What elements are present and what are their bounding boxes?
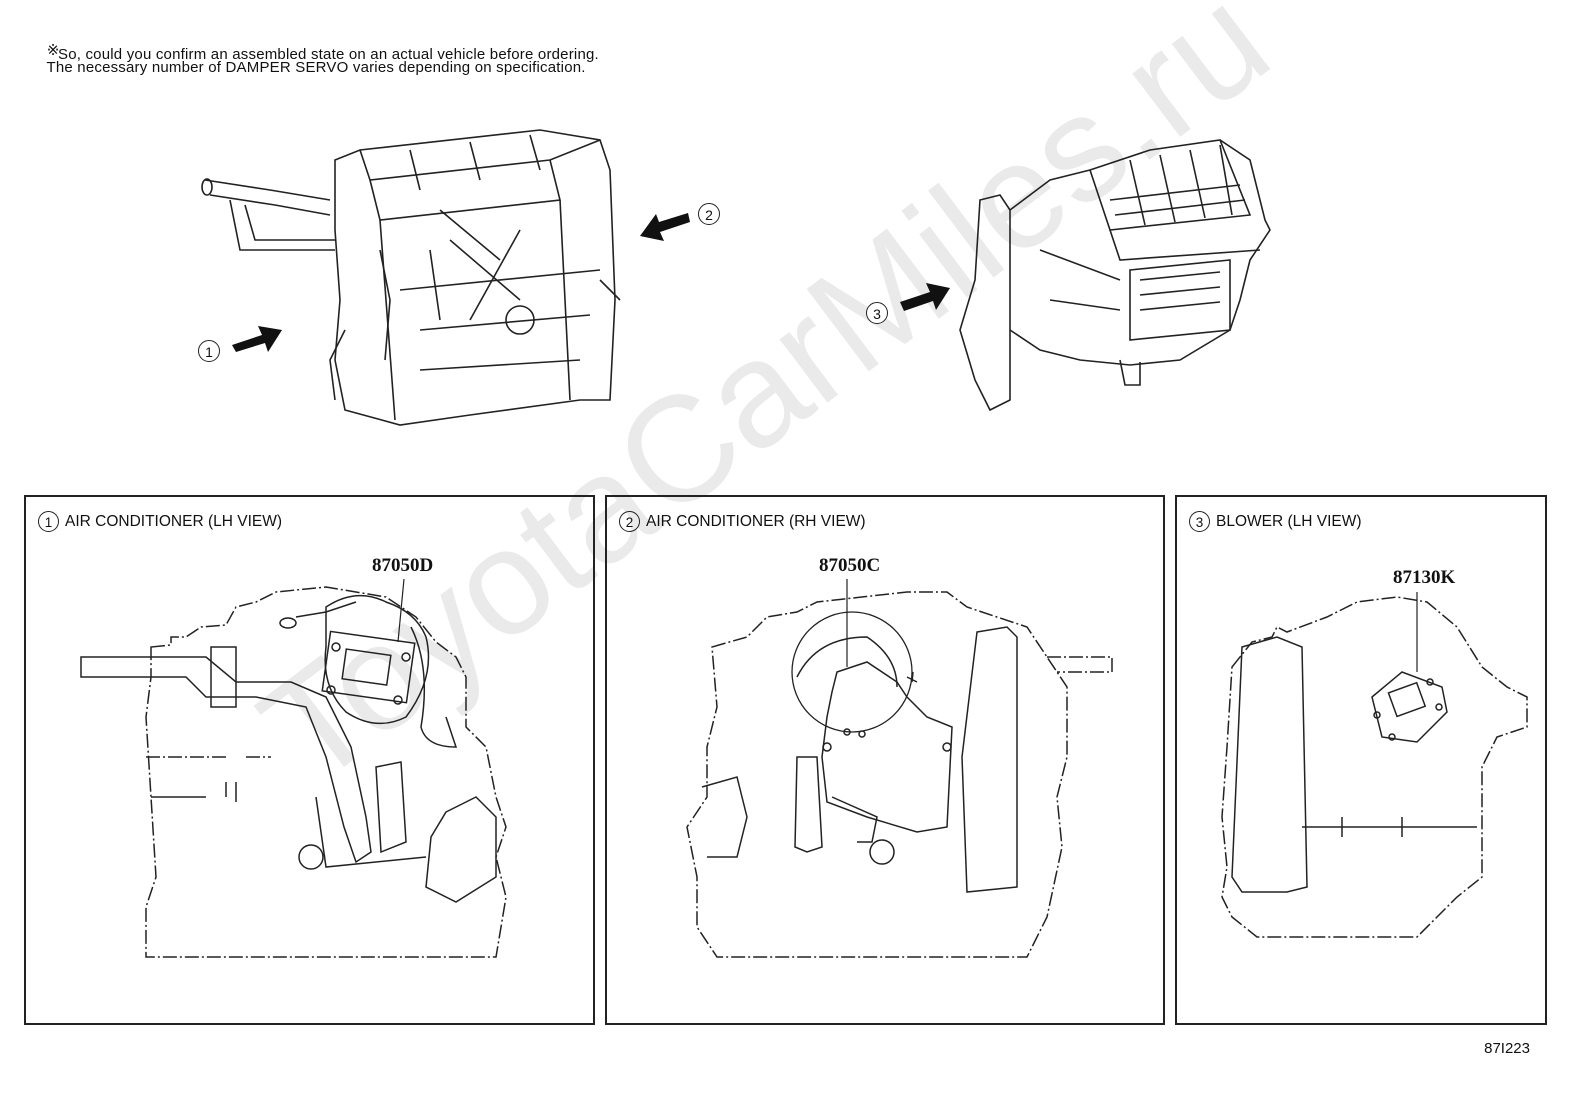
arrow-1-icon [232, 326, 282, 352]
blower-unit-illustration [959, 139, 1271, 412]
part-number-87050C[interactable]: 87050C [819, 555, 881, 576]
ac-lh-view-drawing [80, 578, 507, 958]
part-number-87130K[interactable]: 87130K [1393, 567, 1456, 588]
panel-blower-lh-view: 3 BLOWER (LH VIEW) 87130K [1175, 495, 1547, 1025]
panel-1-number: 1 [38, 511, 59, 532]
panel-ac-rh-view: 2 AIR CONDITIONER (RH VIEW) 87050C [605, 495, 1165, 1025]
part-number-87050D[interactable]: 87050D [372, 555, 434, 576]
note-text-1: The necessary number of DAMPER SERVO var… [46, 59, 586, 76]
panel-3-number: 3 [1189, 511, 1210, 532]
panel-2-number: 2 [619, 511, 640, 532]
callout-1: 1 [198, 340, 220, 362]
ac-unit-illustration [201, 129, 621, 426]
diagram-id: 87I223 [1484, 1040, 1530, 1057]
arrow-2-icon [640, 213, 690, 241]
view-arrows [232, 213, 950, 352]
note-symbol: ※ [46, 42, 60, 59]
ac-rh-view-drawing [686, 579, 1113, 958]
panel-3-title-text: BLOWER (LH VIEW) [1216, 512, 1362, 530]
panel-1-title: 1 AIR CONDITIONER (LH VIEW) [38, 511, 282, 532]
panel-1-title-text: AIR CONDITIONER (LH VIEW) [65, 512, 283, 530]
panel-ac-lh-view: 1 AIR CONDITIONER (LH VIEW) 87050D [24, 495, 595, 1025]
callout-2: 2 [698, 203, 720, 225]
callout-3: 3 [866, 302, 888, 324]
note-line-1: ※ The necessary number of DAMPER SERVO v… [38, 24, 586, 76]
note-line-2: So, could you confirm an assembled state… [58, 46, 599, 63]
blower-lh-view-drawing [1221, 592, 1528, 938]
panel-2-title: 2 AIR CONDITIONER (RH VIEW) [619, 511, 866, 532]
arrow-3-icon [900, 283, 950, 311]
panel-2-title-text: AIR CONDITIONER (RH VIEW) [646, 512, 866, 530]
panel-3-title: 3 BLOWER (LH VIEW) [1189, 511, 1362, 532]
